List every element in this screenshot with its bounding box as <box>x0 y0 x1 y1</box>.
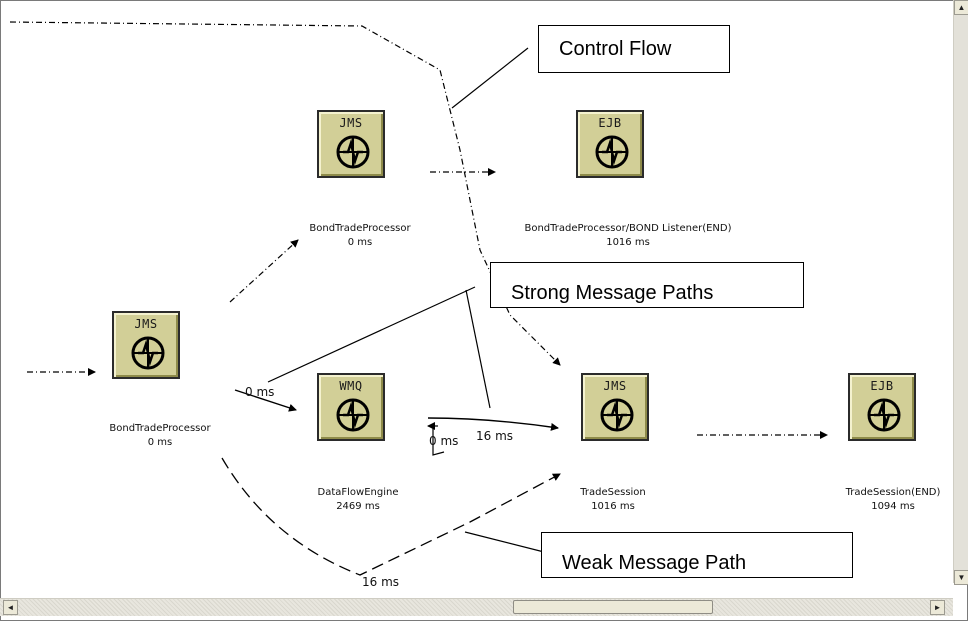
node-jms-tradesession[interactable]: JMS <box>581 373 649 441</box>
callout-strong-message-paths: Strong Message Paths <box>490 262 804 308</box>
node-label-entry: BondTradeProcessor 0 ms <box>109 422 210 450</box>
node-label-dataflowengine: DataFlowEngine 2469 ms <box>318 486 399 514</box>
node-time: 0 ms <box>147 437 173 448</box>
node-time: 1016 ms <box>591 501 635 512</box>
horizontal-scrollbar[interactable]: ◄ ► <box>0 598 953 616</box>
node-jms-bondtradeprocessor-entry[interactable]: JMS <box>112 311 180 379</box>
probe-icon <box>336 135 370 169</box>
edge-label-entry-to-wmq: 0 ms <box>245 385 275 399</box>
node-type-label: EJB <box>870 379 894 393</box>
node-type-label: EJB <box>598 116 622 130</box>
node-jms-bondtradeprocessor[interactable]: JMS <box>317 110 385 178</box>
node-type-label: JMS <box>134 317 158 331</box>
node-time: 1094 ms <box>871 501 915 512</box>
node-ejb-tradesession-end[interactable]: EJB <box>848 373 916 441</box>
scroll-up-button[interactable]: ▲ <box>954 0 968 15</box>
scroll-right-button[interactable]: ► <box>930 600 945 615</box>
edge-label-loop: 0 ms <box>429 434 459 448</box>
callout-control-flow: Control Flow <box>538 25 730 73</box>
edge-label-wmq-to-trade: 16 ms <box>476 429 514 443</box>
node-name: BondTradeProcessor <box>309 223 411 234</box>
node-name: DataFlowEngine <box>317 487 399 498</box>
node-type-label: JMS <box>339 116 363 130</box>
edge-entry-to-wmq <box>234 389 297 412</box>
node-time: 2469 ms <box>336 501 380 512</box>
node-ejb-bondlistener-end[interactable]: EJB <box>576 110 644 178</box>
probe-icon <box>867 398 901 432</box>
node-time: 1016 ms <box>606 237 650 248</box>
edge-loop <box>432 427 445 456</box>
callout-weak-message-path: Weak Message Path <box>541 532 853 578</box>
node-label-tradesession-end: TradeSession(END) 1094 ms <box>846 486 941 514</box>
node-label-bondlistener: BondTradeProcessor/BOND Listener(END) 10… <box>524 222 731 250</box>
node-name: TradeSession <box>580 487 646 498</box>
scroll-left-button[interactable]: ◄ <box>3 600 18 615</box>
callout-line-control <box>451 47 529 109</box>
callout-line-strong-1 <box>267 286 476 383</box>
node-type-label: WMQ <box>339 379 363 393</box>
weak-path <box>221 457 561 576</box>
node-type-label: JMS <box>603 379 627 393</box>
control-flow-path <box>9 21 561 366</box>
edge-wmq-to-trade <box>427 417 559 431</box>
probe-icon <box>336 398 370 432</box>
edge-entry-to-jms <box>229 239 299 303</box>
callout-line-strong-2 <box>465 289 491 409</box>
probe-icon <box>600 398 634 432</box>
node-name: BondTradeProcessor <box>109 423 211 434</box>
node-label-tradesession: TradeSession 1016 ms <box>580 486 646 514</box>
edge-label-weak-path: 16 ms <box>362 575 400 589</box>
scroll-down-button[interactable]: ▼ <box>954 570 968 585</box>
callout-line-weak <box>464 531 549 554</box>
node-label-bondtradeprocessor: BondTradeProcessor 0 ms <box>309 222 410 250</box>
node-name: BondTradeProcessor/BOND Listener(END) <box>524 223 732 234</box>
vertical-scrollbar[interactable]: ▲ ▼ <box>953 0 968 585</box>
node-name: TradeSession(END) <box>845 487 941 498</box>
probe-icon <box>595 135 629 169</box>
probe-icon <box>131 336 165 370</box>
node-time: 0 ms <box>347 237 373 248</box>
node-wmq-dataflowengine[interactable]: WMQ <box>317 373 385 441</box>
horizontal-scroll-thumb[interactable] <box>513 600 713 614</box>
